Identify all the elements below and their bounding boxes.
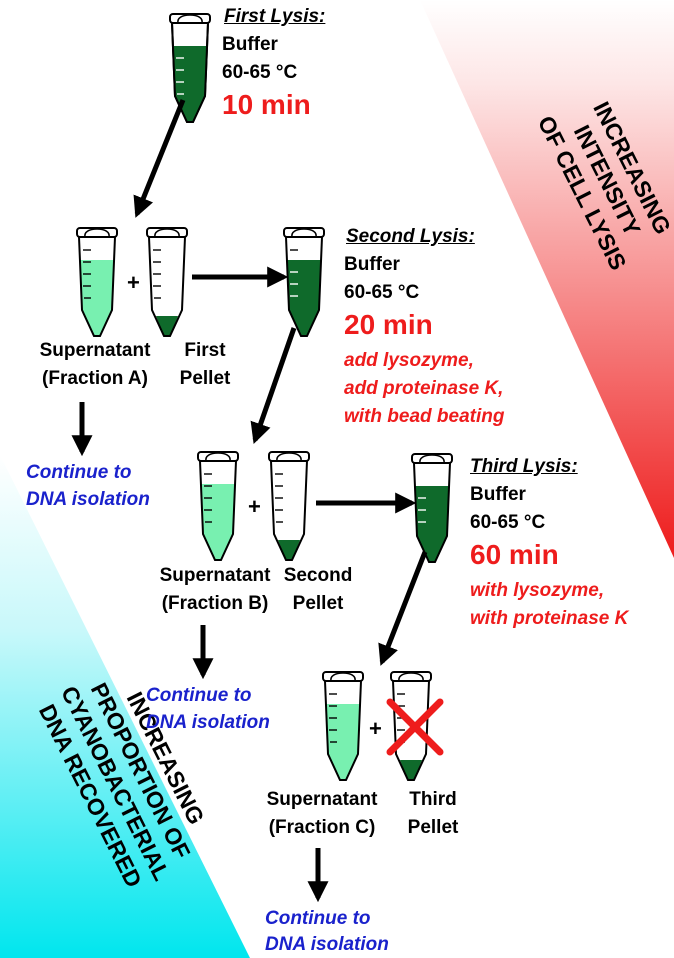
first-lysis-tube xyxy=(169,13,211,123)
first-lysis-temp: 60-65 °C xyxy=(222,62,298,83)
second-lysis-note: with bead beating xyxy=(344,406,505,427)
supernatant-c-label: Supernatant xyxy=(266,789,378,810)
second-lysis-temp: 60-65 °C xyxy=(344,282,420,303)
continue-c-text: Continue to xyxy=(265,908,371,929)
supernatant-b-label: Supernatant xyxy=(159,565,271,586)
supernatant-a-label: Supernatant xyxy=(39,340,151,361)
third-lysis-buffer: Buffer xyxy=(470,484,526,505)
third-pellet-label: Third xyxy=(409,789,457,810)
second-pellet-label: Second xyxy=(283,565,353,586)
continue-b-text: Continue to xyxy=(146,685,252,706)
second-lysis-note: add lysozyme, xyxy=(344,350,474,371)
plus-sign: + xyxy=(127,270,140,295)
third-lysis-time: 60 min xyxy=(470,539,559,570)
second-lysis-title: Second Lysis: xyxy=(346,226,475,247)
third-pellet-label: Pellet xyxy=(407,817,459,838)
supernatant-b-tube xyxy=(197,451,239,561)
third-lysis-temp: 60-65 °C xyxy=(470,512,546,533)
third-lysis-tube xyxy=(411,453,453,563)
arrow-third-to-row3 xyxy=(378,551,428,666)
intensity-gradient-triangle xyxy=(420,0,674,558)
first-pellet-label: First xyxy=(184,340,226,361)
first-lysis-buffer: Buffer xyxy=(222,34,278,55)
third-lysis-note: with proteinase K xyxy=(470,608,629,629)
arrow-second-to-row2 xyxy=(250,327,297,444)
first-lysis-title: First Lysis: xyxy=(224,6,326,27)
second-lysis-tube xyxy=(283,227,325,337)
second-lysis-buffer: Buffer xyxy=(344,254,400,275)
supernatant-c-tube xyxy=(322,671,364,781)
second-lysis-time: 20 min xyxy=(344,309,433,340)
discard-cross-icon xyxy=(386,698,444,756)
arrow-first-to-row1 xyxy=(133,99,186,218)
first-lysis-time: 10 min xyxy=(222,89,311,120)
fraction-b-label: (Fraction B) xyxy=(161,593,269,614)
second-pellet-tube xyxy=(268,451,310,561)
continue-a-text: Continue to xyxy=(26,462,132,483)
continue-a-text: DNA isolation xyxy=(26,489,150,510)
proportion-gradient-triangle xyxy=(0,455,250,958)
first-pellet-tube xyxy=(146,227,188,337)
second-lysis-note: add proteinase K, xyxy=(344,378,504,399)
third-lysis-note: with lysozyme, xyxy=(470,580,605,601)
first-pellet-label: Pellet xyxy=(179,368,231,389)
plus-sign: + xyxy=(369,716,382,741)
fraction-a-label: (Fraction A) xyxy=(42,368,148,389)
continue-b-text: DNA isolation xyxy=(146,712,270,733)
plus-sign: + xyxy=(248,494,261,519)
second-pellet-label: Pellet xyxy=(292,593,344,614)
third-lysis-title: Third Lysis: xyxy=(470,456,578,477)
continue-c-text: DNA isolation xyxy=(265,934,389,955)
fraction-c-label: (Fraction C) xyxy=(268,817,376,838)
supernatant-a-tube xyxy=(76,227,118,337)
